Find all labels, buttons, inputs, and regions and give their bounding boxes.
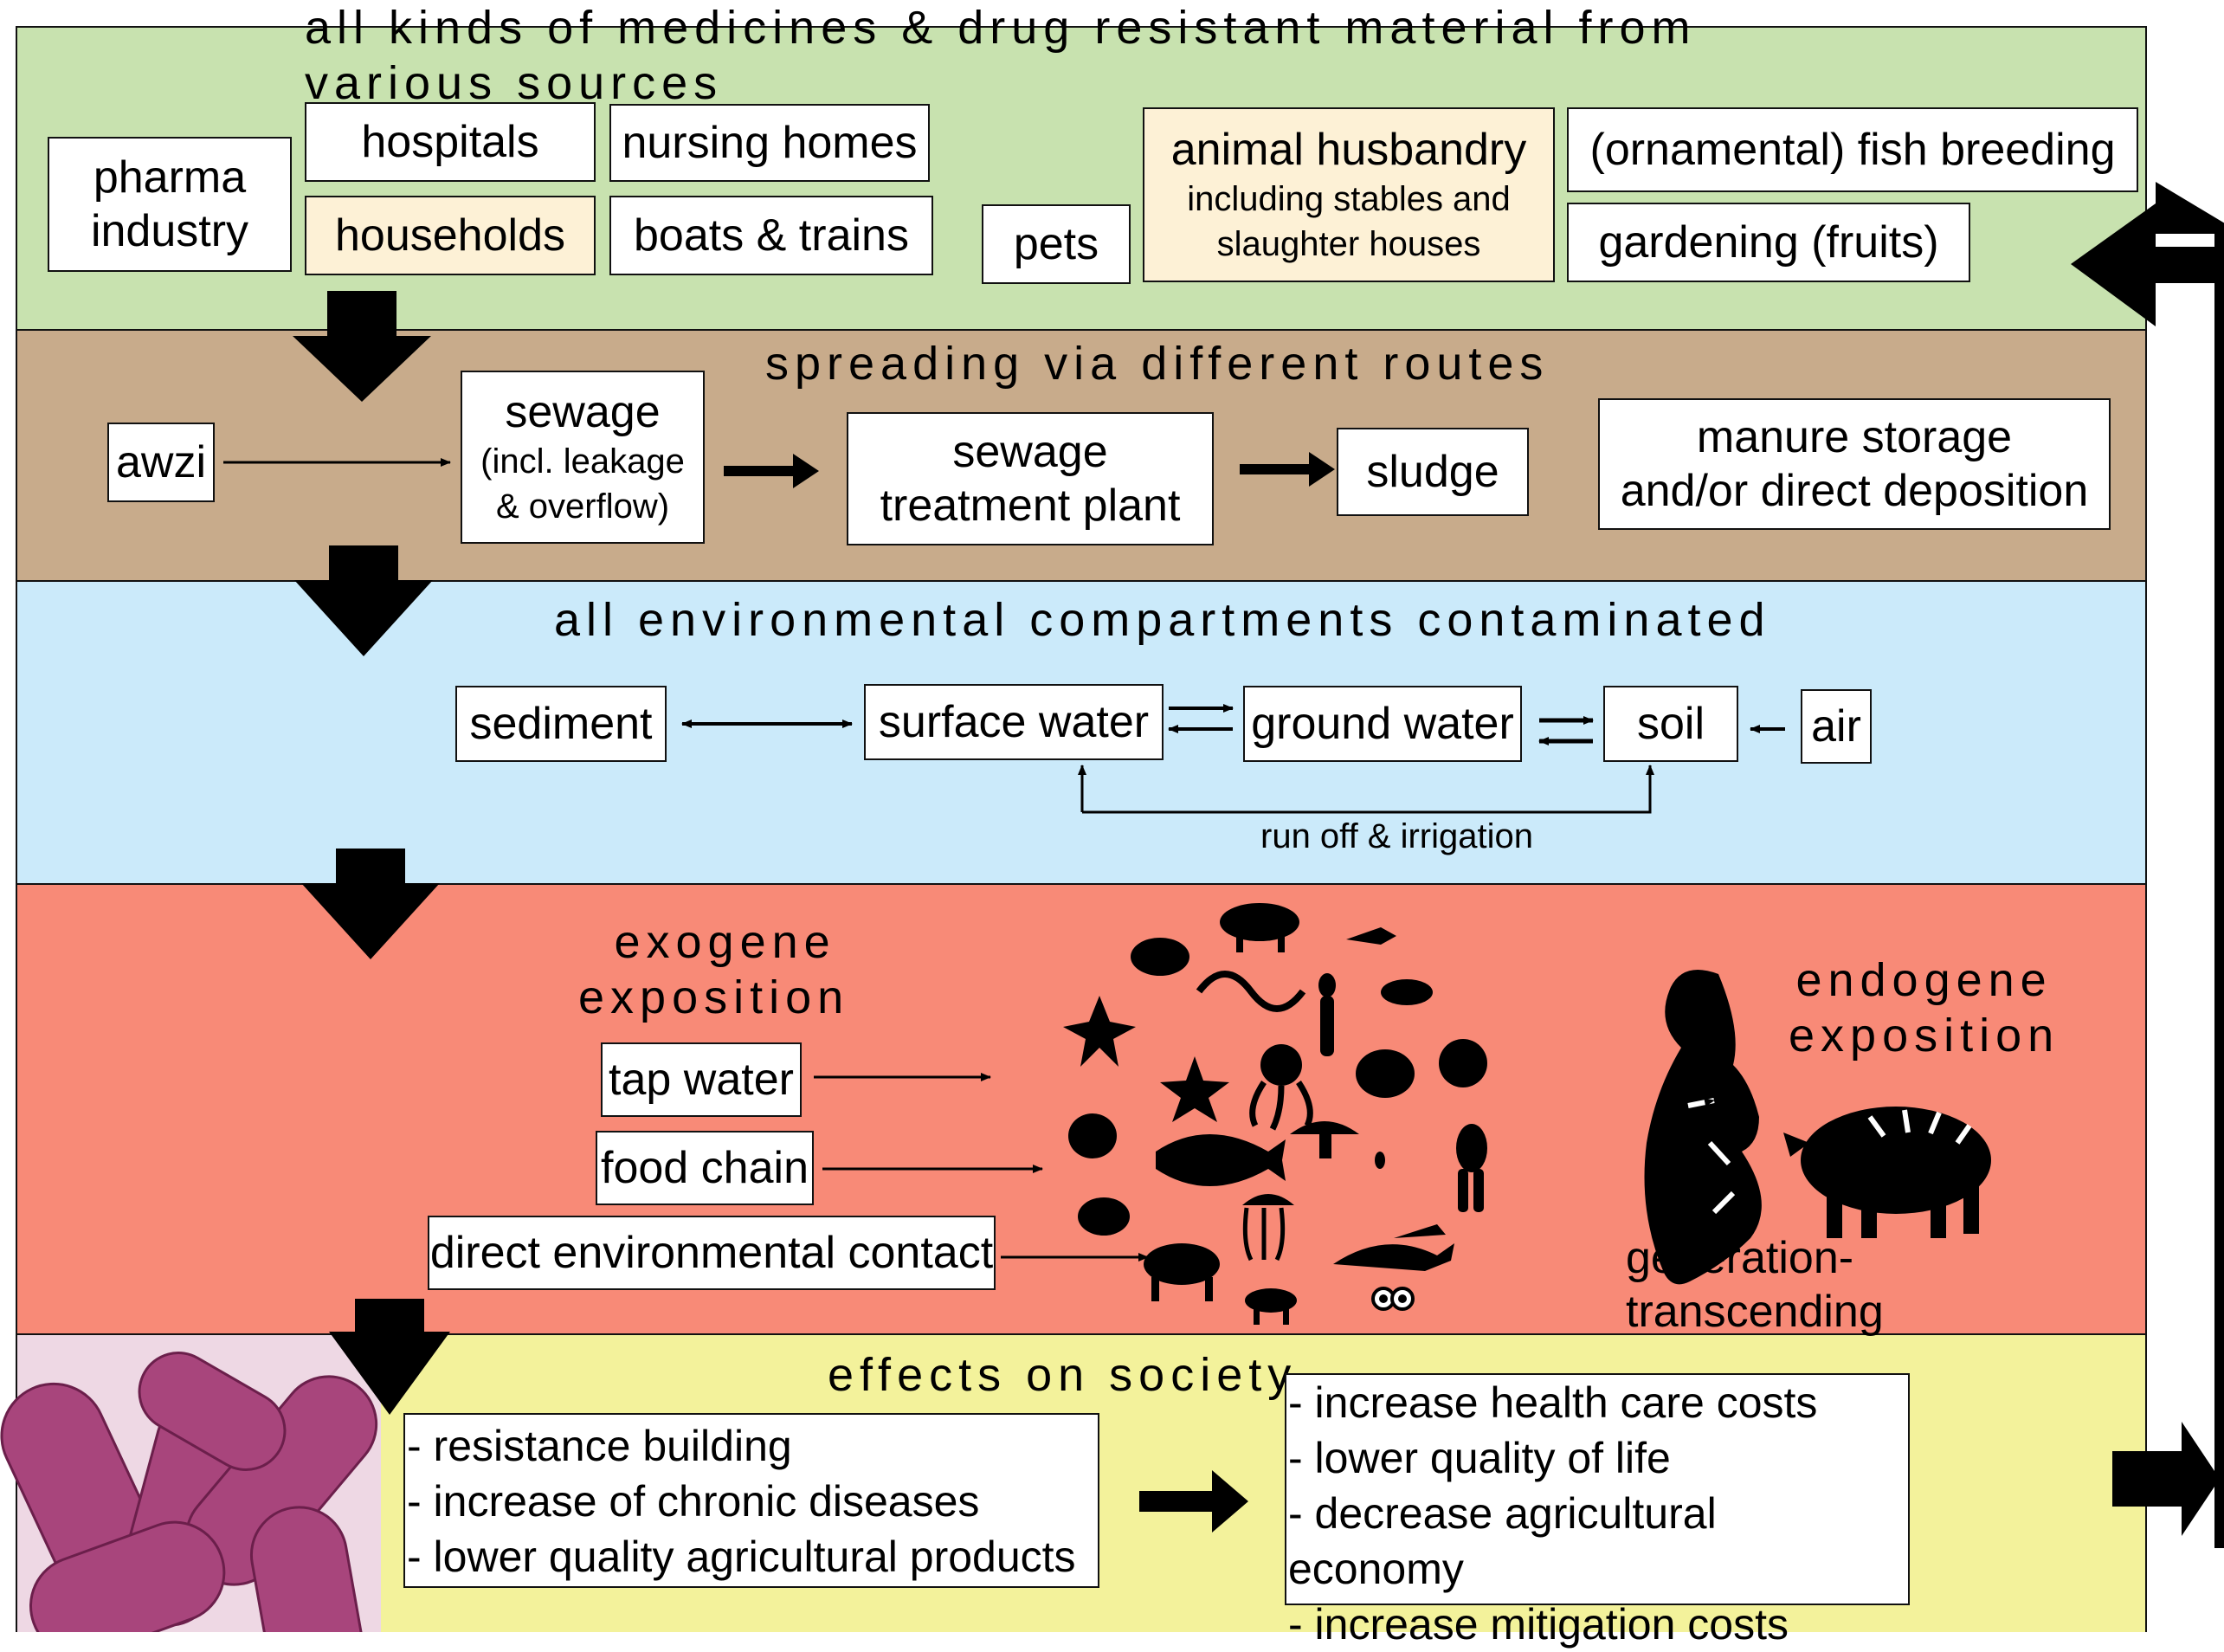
sediment-box: sediment <box>455 686 667 762</box>
air-box: air <box>1801 689 1872 764</box>
tap-water-box: tap water <box>601 1042 802 1117</box>
cost-item: - decrease agricultural <box>1288 1489 1717 1538</box>
effects-to-costs-arrow <box>1139 1470 1248 1533</box>
sludge-box: sludge <box>1337 428 1529 516</box>
costs-list-box: - increase health care costs - lower qua… <box>1285 1373 1910 1649</box>
society-heading: effects on society <box>828 1349 1298 1401</box>
animal-husbandry-label: animal husbandry <box>1170 125 1527 175</box>
animal-collage <box>1063 903 1487 1325</box>
pig-silhouette <box>1783 1107 1991 1238</box>
effect-item: - lower quality agricultural products <box>407 1533 1076 1581</box>
stp-line2: treatment plant <box>880 481 1181 531</box>
nursing-homes-box: nursing homes <box>609 104 930 182</box>
generation-line1: generation- <box>1626 1233 1854 1283</box>
endogene-line1: endogene <box>1795 954 2053 1006</box>
pets-box: pets <box>982 204 1131 284</box>
sewage-treatment-plant-box: sewage treatment plant <box>847 412 1214 545</box>
ground-water-box: ground water <box>1243 686 1522 762</box>
sewage-to-stp-arrow <box>724 454 819 488</box>
animal-husbandry-sub1: including stables and <box>1187 180 1511 218</box>
sources-heading: all kinds of medicines & drug resistant … <box>305 2 1697 109</box>
direct-contact-box: direct environmental contact <box>428 1216 996 1290</box>
gardening-box: gardening (fruits) <box>1567 203 1970 282</box>
stp-to-sludge-arrow <box>1240 452 1335 487</box>
manure-storage-box: manure storage and/or direct deposition <box>1598 398 2111 530</box>
boats-trains-box: boats & trains <box>609 196 933 275</box>
runoff-irrigation-label: run off & irrigation <box>1260 817 1533 855</box>
exogene-line1: exogene <box>614 916 836 968</box>
surface-water-box: surface water <box>864 684 1164 760</box>
households-box: households <box>305 196 596 275</box>
effects-list-box: - resistance building - increase of chro… <box>403 1413 1099 1588</box>
bacteria-image <box>0 1335 381 1632</box>
cost-item: - increase mitigation costs <box>1288 1600 1789 1649</box>
endogene-heading: endogene exposition <box>1789 952 2060 1063</box>
pharma-industry-box: pharma industry <box>48 137 292 272</box>
manure-line2: and/or direct deposition <box>1620 466 2089 516</box>
cost-item: economy <box>1288 1545 1464 1593</box>
exogene-line2: exposition <box>578 971 850 1023</box>
endogene-line2: exposition <box>1789 1010 2060 1062</box>
effect-item: - increase of chronic diseases <box>407 1477 980 1526</box>
environment-heading: all environmental compartments contamina… <box>554 594 1771 646</box>
sewage-sub2: & overflow) <box>495 487 670 526</box>
pregnant-woman-silhouette <box>1644 970 1762 1285</box>
down-arrows <box>293 291 450 1415</box>
sewage-label: sewage <box>505 387 661 437</box>
sewage-sub1: (incl. leakage <box>480 442 685 481</box>
effect-item: - resistance building <box>407 1422 792 1470</box>
feedback-loop-arrow <box>2071 182 2224 1548</box>
awzi-box: awzi <box>107 423 215 502</box>
generation-transcending-label: generation- transcending <box>1626 1231 1884 1339</box>
animal-husbandry-box: animal husbandry including stables and s… <box>1143 107 1555 282</box>
stp-line1: sewage <box>952 427 1108 477</box>
cost-item: - lower quality of life <box>1288 1434 1671 1482</box>
sewage-box: sewage (incl. leakage & overflow) <box>461 371 705 544</box>
hospitals-box: hospitals <box>305 102 596 182</box>
soil-box: soil <box>1603 686 1738 762</box>
manure-line1: manure storage <box>1696 412 2013 462</box>
generation-line2: transcending <box>1626 1287 1884 1337</box>
exogene-heading: exogene exposition <box>578 914 849 1025</box>
fish-breeding-box: (ornamental) fish breeding <box>1567 107 2138 192</box>
cost-item: - increase health care costs <box>1288 1378 1818 1427</box>
food-chain-box: food chain <box>596 1131 814 1205</box>
spreading-heading: spreading via different routes <box>765 338 1550 390</box>
animal-husbandry-sub2: slaughter houses <box>1216 225 1481 263</box>
